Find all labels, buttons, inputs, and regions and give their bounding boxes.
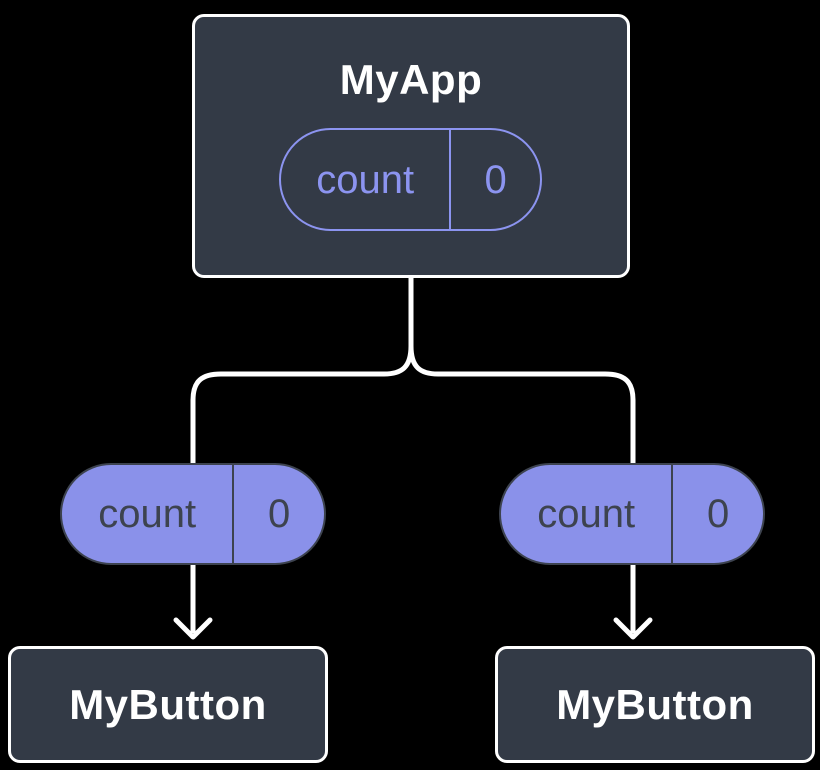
prop-pill-right: count 0: [499, 463, 765, 565]
prop-pill-left: count 0: [60, 463, 326, 565]
arrow-down-icon-left: [173, 617, 213, 640]
node-myapp: MyApp count 0: [192, 14, 630, 278]
node-mybutton-left-title: MyButton: [69, 680, 267, 728]
prop-pill-right-value: 0: [671, 465, 763, 563]
connector-right-branch: [408, 278, 636, 633]
node-mybutton-right-title: MyButton: [556, 680, 754, 728]
node-mybutton-right: MyButton: [495, 646, 815, 763]
connector-left-branch: [190, 278, 414, 633]
state-pill-value: 0: [449, 130, 540, 229]
prop-pill-left-value: 0: [232, 465, 324, 563]
state-pill-name: count: [316, 157, 415, 202]
node-myapp-title: MyApp: [339, 56, 483, 103]
prop-pill-right-name: count: [537, 492, 636, 536]
arrow-down-icon-right: [613, 617, 653, 640]
state-pill-myapp: count 0: [279, 128, 542, 231]
prop-pill-left-name: count: [98, 492, 197, 536]
node-mybutton-left: MyButton: [8, 646, 328, 763]
